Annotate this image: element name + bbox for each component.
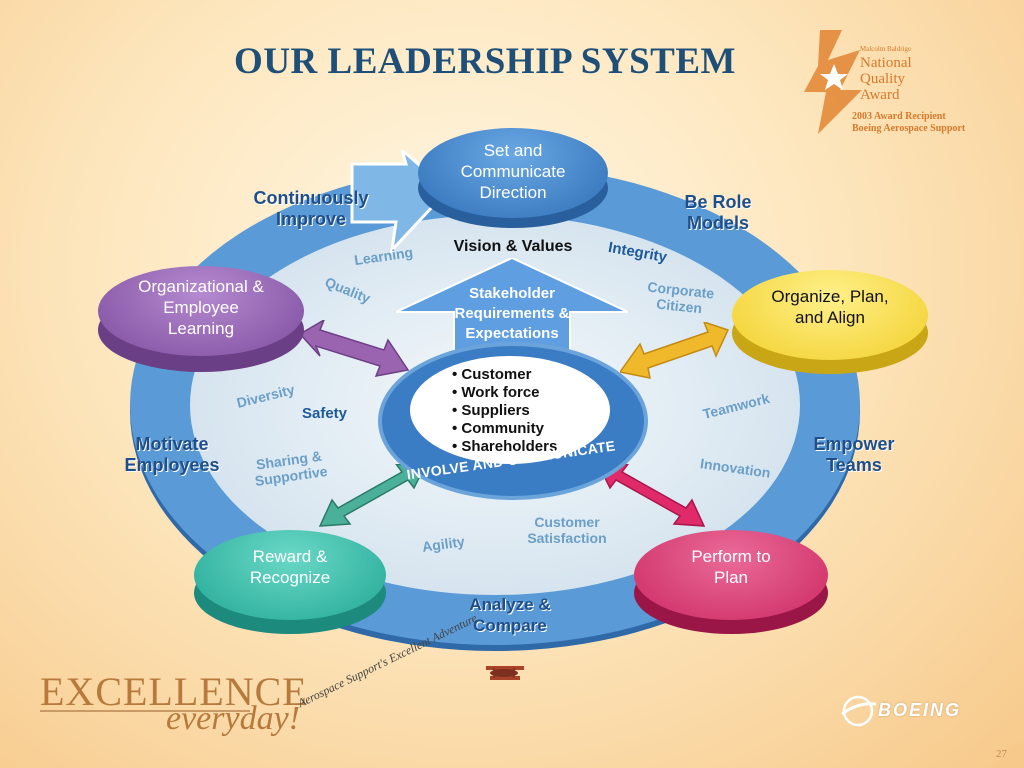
boeing-wordmark: BOEING xyxy=(878,700,962,720)
stakeholder-arrow-icon xyxy=(396,258,628,358)
stakeholder-list: Customer Work force Suppliers Community … xyxy=(452,366,557,456)
node-top-label: Set and Communicate Direction xyxy=(460,141,566,202)
node-set-direction: Set and Communicate Direction xyxy=(418,128,608,228)
award-line-1: National xyxy=(860,55,912,71)
stakeholder-item: Suppliers xyxy=(452,402,557,420)
node-left-label: Organizational & Employee Learning xyxy=(138,277,264,338)
award-small-line: Malcolm Baldrige xyxy=(860,45,912,53)
double-arrow-right-icon xyxy=(620,322,730,379)
double-arrow-left-icon xyxy=(300,320,410,377)
value-customer-satisfaction: Customer Satisfaction xyxy=(527,514,607,546)
value-safety: Safety xyxy=(302,405,348,422)
node-organize-plan: Organize, Plan, and Align xyxy=(732,270,928,374)
boeing-logo-icon xyxy=(841,695,877,727)
biplane-icon xyxy=(486,666,524,680)
node-bottom-left-label: Reward & Recognize xyxy=(249,547,331,587)
double-arrow-bottom-left-icon xyxy=(318,464,426,527)
be-role-models-label: Be Role Models xyxy=(684,192,752,233)
empower-teams-label: Empower Teams xyxy=(813,434,895,475)
page-title: OUR LEADERSHIP SYSTEM xyxy=(234,41,736,82)
vision-values-label: Vision & Values xyxy=(453,238,573,255)
award-line-2: Quality xyxy=(860,71,905,87)
award-recipient-1: 2003 Award Recipient xyxy=(852,111,946,122)
stakeholder-item: Customer xyxy=(452,366,557,384)
award-line-3: Award xyxy=(860,87,900,103)
stakeholder-item: Community xyxy=(452,420,557,438)
stakeholder-item: Work force xyxy=(452,384,557,402)
node-right-label: Organize, Plan, and Align xyxy=(771,287,889,327)
analyze-compare-label: Analyze & Compare xyxy=(469,595,551,635)
everyday-text: everyday! xyxy=(166,700,301,737)
double-arrow-bottom-right-icon xyxy=(598,464,706,527)
node-organizational-learning: Organizational & Employee Learning xyxy=(98,266,304,372)
motivate-employees-label: Motivate Employees xyxy=(124,434,220,475)
excellence-logo: EXCELLENCE xyxy=(40,669,308,714)
award-recipient-2: Boeing Aerospace Support xyxy=(852,123,966,134)
node-perform-plan: Perform to Plan xyxy=(634,530,828,634)
continuously-improve-label: Continuously Improve xyxy=(253,188,369,229)
node-bottom-right-label: Perform to Plan xyxy=(691,547,771,587)
star-logo-icon xyxy=(804,30,862,134)
award-badge: Malcolm Baldrige National Quality Award … xyxy=(800,30,1000,140)
excellence-underline xyxy=(40,710,250,712)
page-number: 27 xyxy=(996,748,1007,760)
stakeholder-requirements-label: Stakeholder Requirements & Expectations xyxy=(454,285,570,342)
node-reward-recognize: Reward & Recognize xyxy=(194,530,386,634)
stakeholder-item: Shareholders xyxy=(452,438,557,456)
